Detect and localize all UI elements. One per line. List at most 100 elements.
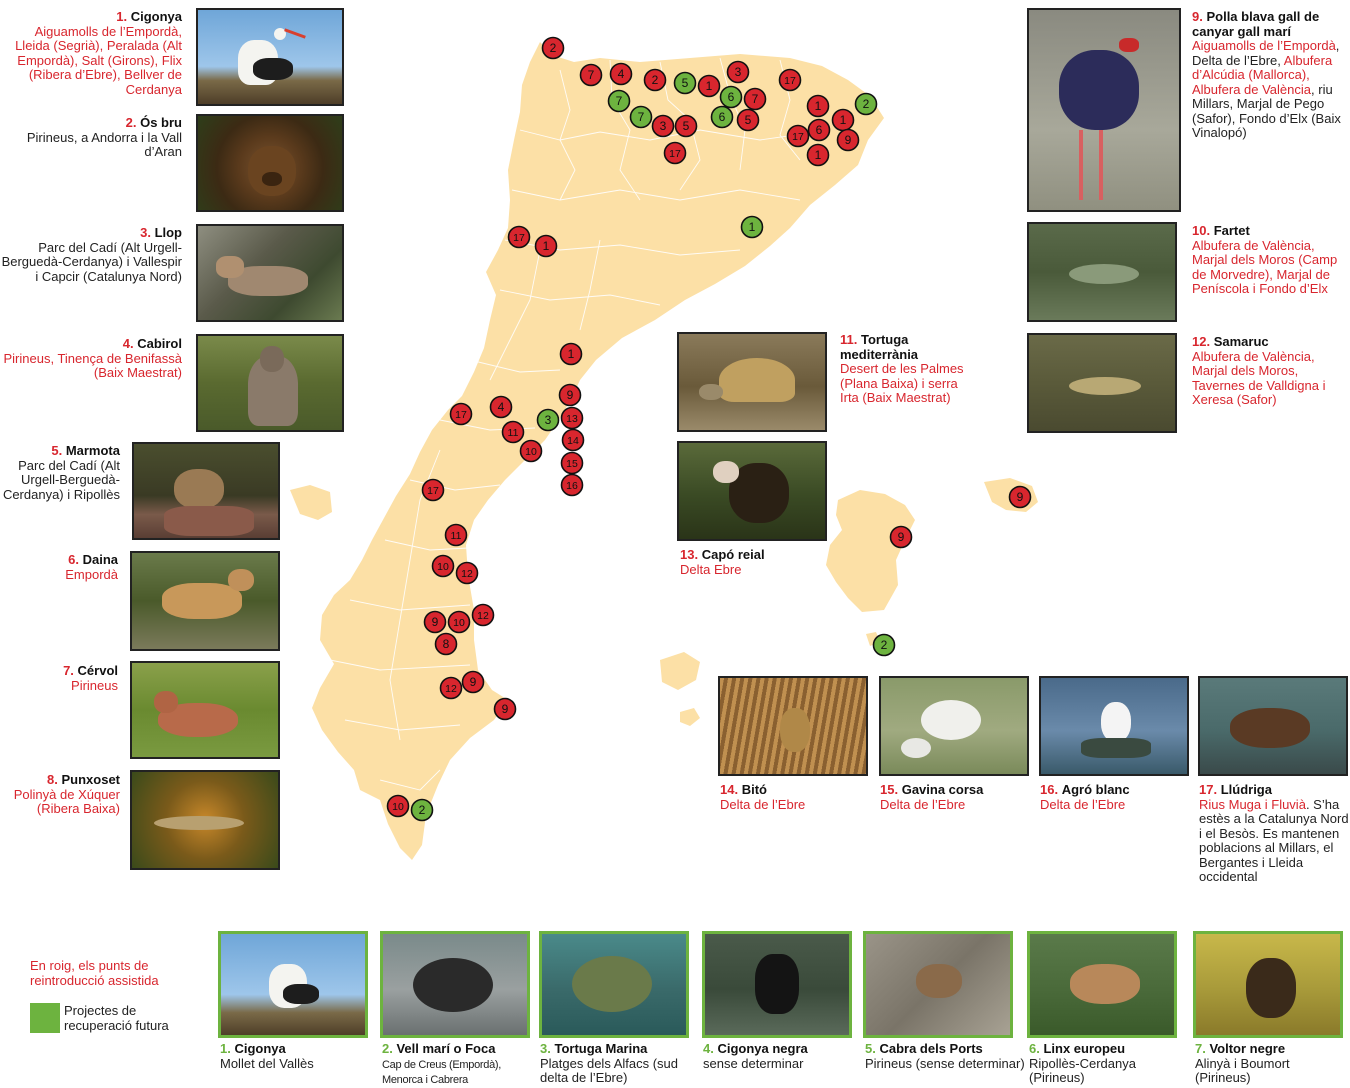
species-name: Fartet <box>1213 223 1250 238</box>
species-location: Parc del Cadí (Alt Urgell-Berguedà-Cerda… <box>1 239 182 284</box>
species-number: 9. <box>1192 9 1203 24</box>
reintroduction-marker: 8 <box>434 632 458 656</box>
species-name: Llúdriga <box>1220 782 1272 797</box>
marker-circle <box>536 408 560 432</box>
marker-circle <box>674 114 698 138</box>
marker-label: 11 <box>508 427 519 439</box>
reintroduction-marker: 9 <box>1008 485 1032 509</box>
species-number: 5. <box>51 443 63 458</box>
reintroduction-marker: 2 <box>541 36 565 60</box>
reintroduction-marker: 1 <box>559 342 583 366</box>
reintroduction-marker: 16 <box>560 473 584 497</box>
species-number: 12. <box>1192 334 1211 349</box>
reintroduction-marker: 12 <box>439 676 463 700</box>
legend-green-swatch <box>30 1003 60 1033</box>
future-name: Tortuga Marina <box>554 1041 648 1056</box>
future-location: Pirineus (sense determinar) <box>865 1055 1025 1071</box>
future-project-marker: 5 <box>673 71 697 95</box>
marker-circle <box>663 141 687 165</box>
species-location: Delta de l’Ebre <box>720 796 806 812</box>
future-name: Vell marí o Foca <box>396 1041 496 1056</box>
future-6: 6. Linx europeu Ripollès-Cerdanya (Pirin… <box>1029 1041 1189 1086</box>
species-10-fartet: 10. Fartet Albufera de València, Marjal … <box>1192 223 1348 297</box>
species-name: Capó reial <box>701 547 765 562</box>
species-location-red: Rius Muga i Fluvià <box>1199 796 1306 812</box>
marker-label: 2 <box>652 73 659 87</box>
species-name: Samaruc <box>1213 334 1269 349</box>
reintroduction-marker: 11 <box>501 420 525 444</box>
marker-label: 15 <box>566 458 578 470</box>
marker-circle <box>609 62 633 86</box>
marker-circle <box>806 143 830 167</box>
species-location: Parc del Cadí (Alt Urgell-Berguedà-Cerda… <box>2 457 120 502</box>
marker-label: 10 <box>453 617 465 629</box>
reintroduction-marker: 4 <box>489 395 513 419</box>
reintroduction-marker: 1 <box>806 94 830 118</box>
marker-circle <box>444 523 468 547</box>
marker-circle <box>423 610 447 634</box>
marker-circle <box>710 105 734 129</box>
species-number: 16. <box>1040 782 1059 797</box>
future-number: 4. <box>703 1041 714 1056</box>
marker-label: 6 <box>728 90 735 104</box>
marker-circle <box>507 225 531 249</box>
species-name: Agró blanc <box>1061 782 1130 797</box>
marker-label: 5 <box>745 113 752 127</box>
species-15-gavina-corsa: 15. Gavina corsa Delta de l’Ebre <box>880 782 1030 812</box>
reintroduction-marker: 7 <box>579 63 603 87</box>
marker-circle <box>386 794 410 818</box>
marker-circle <box>778 68 802 92</box>
marker-label: 3 <box>735 65 742 79</box>
photo-gavina-corsa <box>879 676 1029 776</box>
species-6-daina: 6. Daina Empordà <box>0 552 118 582</box>
marker-circle <box>560 406 584 430</box>
marker-label: 9 <box>845 133 852 147</box>
western-lobe <box>290 485 332 520</box>
reintroduction-marker: 12 <box>455 561 479 585</box>
marker-label: 7 <box>588 68 595 82</box>
marker-circle <box>740 215 764 239</box>
photo-future-cabra-dels-ports <box>863 931 1013 1038</box>
reintroduction-marker: 17 <box>421 478 445 502</box>
marker-label: 9 <box>470 675 477 689</box>
island-eivissa <box>660 652 700 690</box>
marker-label: 2 <box>881 638 888 652</box>
marker-circle <box>836 128 860 152</box>
species-number: 7. <box>63 663 74 678</box>
species-name: Tortuga mediterrània <box>840 332 919 362</box>
marker-label: 7 <box>752 92 759 106</box>
legend-green-text: Projectes de recuperació futura <box>64 1003 169 1033</box>
photo-cervol <box>130 661 280 759</box>
marker-label: 17 <box>513 232 525 244</box>
comarca-borders <box>329 57 831 791</box>
marker-circle <box>560 473 584 497</box>
marker-label: 9 <box>1017 490 1024 504</box>
species-2-os-bru: 2. Ós bru Pirineus, a Andorra i la Vall … <box>0 115 182 160</box>
species-location-black: , riu Millars, Marjal de Pego (Safor), F… <box>1192 81 1341 140</box>
species-location-red: Aiguamolls de l’Empordà <box>1192 38 1336 53</box>
marker-circle <box>872 633 896 657</box>
marker-label: 12 <box>477 610 489 622</box>
reintroduction-marker: 17 <box>778 68 802 92</box>
future-3: 3. Tortuga Marina Platges dels Alfacs (s… <box>540 1041 700 1086</box>
photo-future-tortuga-marina <box>539 931 689 1038</box>
reintroduction-marker: 17 <box>663 141 687 165</box>
photo-polla-blava <box>1027 8 1181 212</box>
marker-label: 2 <box>550 41 557 55</box>
marker-label: 2 <box>419 803 426 817</box>
mainland <box>312 42 884 860</box>
future-name: Cigonya negra <box>717 1041 808 1056</box>
species-location-black: . S’ha estès a la Catalunya Nord i el Be… <box>1199 796 1349 884</box>
marker-label: 8 <box>443 637 450 651</box>
species-location-red: Albufera d’Alcúdia (Mallorca), Albufera … <box>1192 52 1333 97</box>
island-formentera <box>680 708 700 726</box>
species-name: Daina <box>82 552 118 567</box>
marker-circle <box>1008 485 1032 509</box>
species-7-cervol: 7. Cérvol Pirineus <box>0 663 118 693</box>
reintroduction-marker: 2 <box>643 68 667 92</box>
species-name: Marmota <box>65 443 120 458</box>
marker-label: 17 <box>784 75 796 87</box>
marker-label: 17 <box>792 131 804 143</box>
future-number: 1. <box>220 1041 231 1056</box>
species-name: Bitó <box>741 782 767 797</box>
